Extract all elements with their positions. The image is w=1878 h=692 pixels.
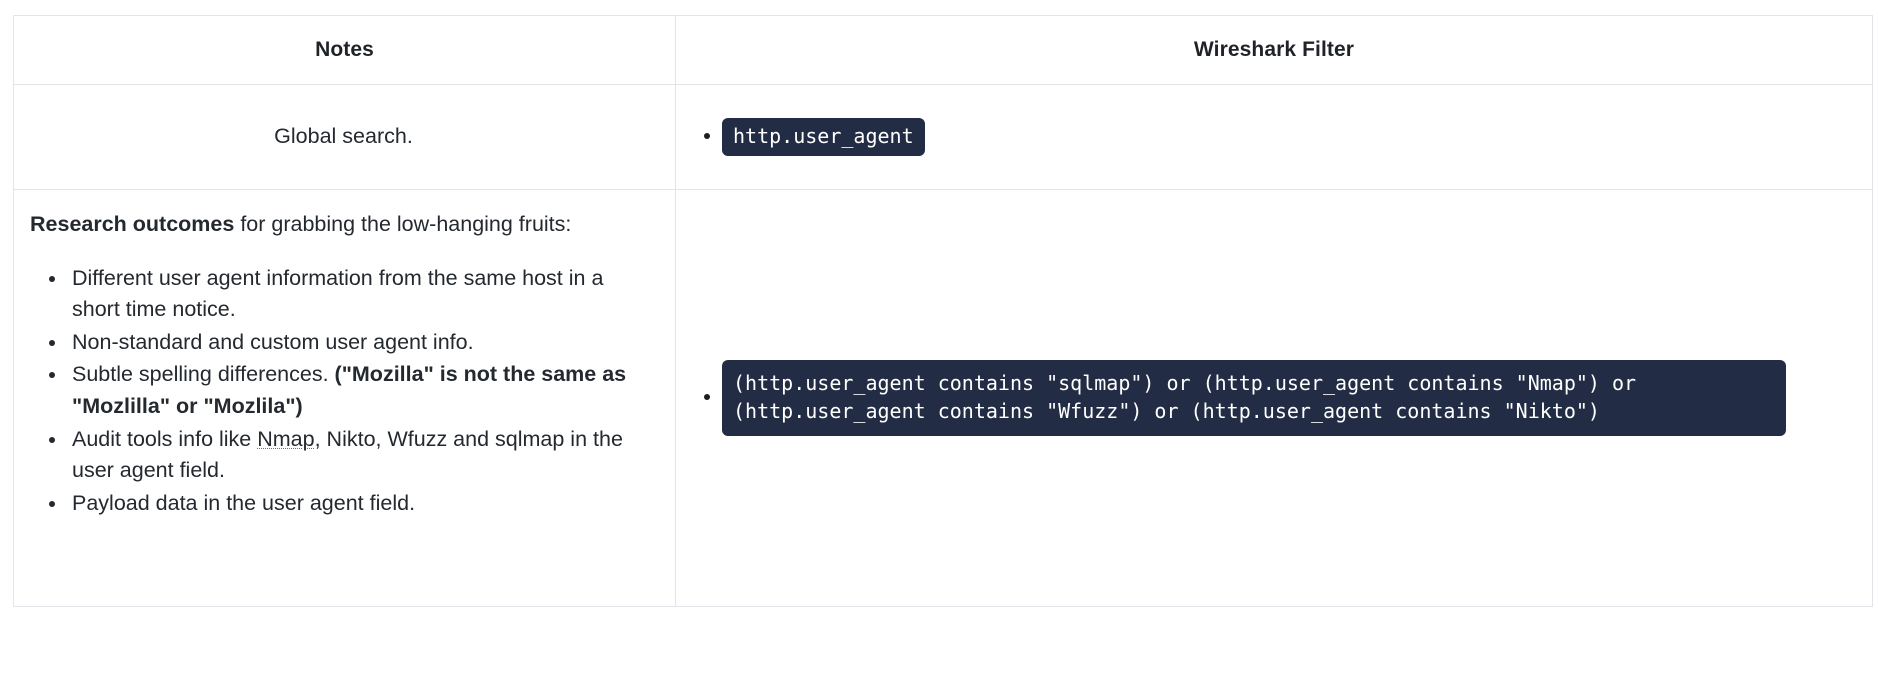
list-item-label: Payload data in the user agent field. — [72, 490, 416, 515]
table-header-row: Notes Wireshark Filter — [13, 15, 1873, 85]
notes-cell-global-search: Global search. — [13, 84, 676, 190]
list-item: Payload data in the user agent field. — [68, 488, 657, 520]
notes-intro-bold: Research outcomes — [30, 212, 235, 236]
list-item-label-suffix: , Nikto, Wfuzz and sqlmap in the user ag… — [72, 426, 623, 483]
wireshark-filter-code[interactable]: http.user_agent — [722, 118, 925, 156]
column-header-notes: Notes — [13, 15, 676, 85]
filter-bullet-list: http.user_agent — [686, 118, 1858, 156]
list-item-label: Non-standard and custom user agent info. — [72, 329, 474, 354]
filter-cell-audit-tools: (http.user_agent contains "sqlmap") or (… — [675, 189, 1873, 607]
list-item-label: Different user agent information from th… — [72, 265, 604, 322]
list-item: http.user_agent — [722, 118, 1858, 156]
research-outcomes-list: Different user agent information from th… — [30, 263, 657, 520]
notes-text: Global search. — [274, 124, 413, 149]
table-row: Global search. http.user_agent — [13, 84, 1873, 190]
wireshark-filter-code[interactable]: (http.user_agent contains "sqlmap") or (… — [722, 359, 1786, 437]
list-item-label: Subtle spelling differences. — [72, 362, 335, 387]
filter-cell-global-search: http.user_agent — [675, 84, 1873, 190]
spellcheck-flagged-word: Nmap — [257, 426, 315, 451]
notes-wireshark-filter-table: Notes Wireshark Filter Global search. ht… — [13, 15, 1873, 607]
list-item: Different user agent information from th… — [68, 263, 657, 326]
table-header: Notes Wireshark Filter — [13, 15, 1873, 85]
list-item: Audit tools info like Nmap, Nikto, Wfuzz… — [68, 424, 657, 487]
filter-bullet-list: (http.user_agent contains "sqlmap") or (… — [686, 359, 1858, 437]
list-item: Non-standard and custom user agent info. — [68, 327, 657, 359]
notes-cell-research-outcomes: Research outcomes for grabbing the low-h… — [13, 189, 676, 607]
notes-intro-paragraph: Research outcomes for grabbing the low-h… — [30, 209, 657, 241]
table-body: Global search. http.user_agent Research … — [13, 84, 1873, 607]
list-item-emphasis: ("Mozilla" is not the same as "Mozlilla"… — [72, 362, 627, 418]
notes-intro-rest: for grabbing the low-hanging fruits: — [234, 212, 572, 236]
list-item-label-prefix: Audit tools info like — [72, 426, 258, 451]
list-item: Subtle spelling differences. ("Mozilla" … — [68, 359, 657, 422]
list-item: (http.user_agent contains "sqlmap") or (… — [722, 359, 1858, 437]
column-header-wireshark-filter: Wireshark Filter — [675, 15, 1873, 85]
table-row: Research outcomes for grabbing the low-h… — [13, 189, 1873, 607]
